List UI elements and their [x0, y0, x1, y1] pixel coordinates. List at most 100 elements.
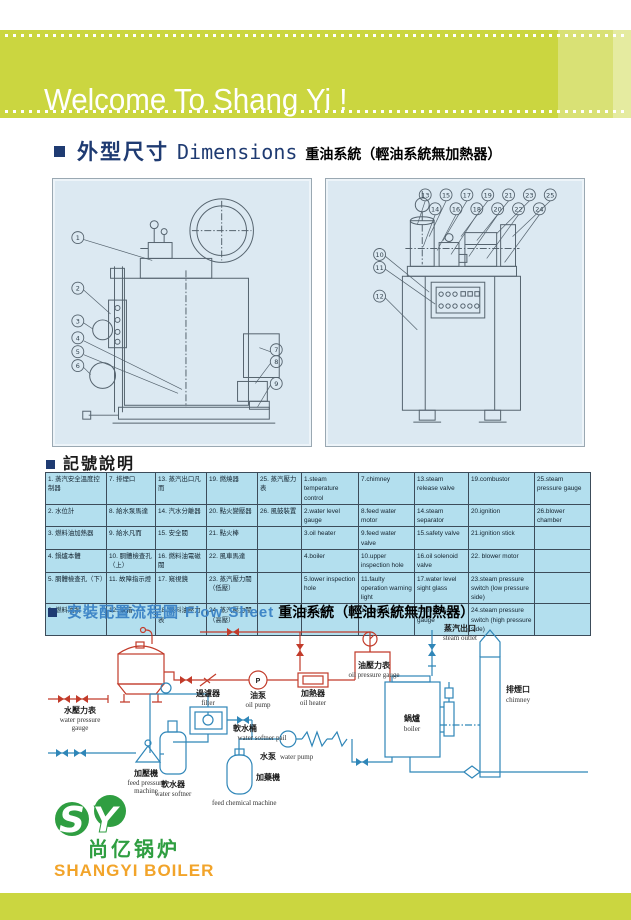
callout-number: 2: [76, 285, 80, 293]
softner-pail-label-zh: 軟水桶: [233, 723, 257, 733]
table-cell: 13.steam release valve: [414, 472, 469, 505]
table-cell: 15. 安全閥: [155, 526, 207, 550]
feed-pressure-label-en1: feed pressure: [127, 779, 164, 787]
oil-heater-label-en: oil heater: [300, 699, 327, 707]
sy-logo-icon: S Y: [55, 795, 126, 842]
dotted-divider: [5, 110, 626, 113]
table-cell: 25. 蒸汽壓力表: [257, 472, 302, 505]
table-cell: 24. 蒸汽壓力閥（高壓）: [206, 603, 258, 637]
table-cell: 7. 排煙口: [106, 472, 156, 505]
table-cell: 3.oil heater: [301, 526, 359, 550]
dimensions-title-en: Dimensions: [177, 140, 298, 164]
chimney-label-en: chimney: [506, 696, 531, 704]
table-cell: [534, 548, 591, 573]
table-cell: 5. 胴體檢查孔（下）: [45, 571, 107, 605]
table-cell: 16.oil solenoid valve: [414, 548, 469, 573]
logo-name-en: SHANGYI BOILER: [54, 861, 215, 880]
callout-number: 18: [473, 205, 481, 213]
header-band: Welcome To Shang Yi !: [0, 30, 631, 118]
table-cell: 19. 燃燒器: [206, 472, 258, 505]
table-cell: 19.combustor: [468, 472, 535, 505]
square-bullet-icon: [48, 608, 57, 617]
table-cell: 2. 水位計: [45, 503, 107, 528]
callout-number: 21: [504, 191, 512, 199]
table-cell: 11.faulty operation warning light: [358, 571, 415, 605]
callout-number: 4: [76, 334, 80, 342]
table-cell: 2.water level gauge: [301, 503, 359, 528]
water-pressure-gauge-label-en1: water pressure: [60, 716, 101, 724]
table-cell: 26.blower chamber: [534, 503, 591, 528]
table-cell: 17. 窺視鏡: [155, 571, 207, 605]
feed-pressure-label-en2: machine: [134, 787, 158, 795]
logo-letter-y: Y: [92, 800, 122, 840]
table-cell: 18.oil pressure gauge: [414, 603, 469, 637]
table-cell: 20.ignition: [468, 503, 535, 528]
oil-pump-label-en: oil pump: [245, 701, 271, 709]
table-cell: 20. 點火變壓器: [206, 503, 258, 528]
water-pressure-gauge-label-zh: 水壓力表: [63, 705, 97, 715]
table-cell: 14.steam separator: [414, 503, 469, 528]
callout-number: 25: [546, 191, 554, 199]
boiler-label-en: boiler: [404, 725, 421, 733]
table-cell: 8. 給水泵馬達: [106, 503, 156, 528]
table-cell: 18. 燃料油壓力表: [155, 603, 207, 637]
table-cell: 7.chimney: [358, 472, 415, 505]
boiler-front-diagram: 1 2 3 4 5 6 7 8 9: [52, 178, 312, 447]
table-cell: 4.boiler: [301, 548, 359, 573]
water-pressure-gauge-label-en2: gauge: [72, 724, 89, 732]
oil-pump-label-zh: 油泵: [250, 690, 266, 700]
table-cell: 1.steam temperature control: [301, 472, 359, 505]
table-cell: [257, 526, 302, 550]
boiler-front-drawing: 1 2 3 4 5 6 7 8 9: [71, 198, 283, 424]
callout-number: 3: [76, 317, 80, 325]
water-pump-label-en: water pump: [280, 753, 314, 761]
oil-pressure-gauge-label-en: oil pressure gauge: [349, 671, 400, 679]
table-cell: 14. 汽水分離器: [155, 503, 207, 528]
callout-number: 9: [274, 380, 278, 388]
band-stripe: [613, 30, 631, 118]
table-cell: 23.steam pressure switch (low pressure s…: [468, 571, 535, 605]
boiler-side-drawing: 13 15 17 19 21 23 25 14 16 18 20 22 24 1…: [373, 188, 557, 423]
table-cell: [257, 603, 302, 637]
callout-number: 6: [76, 362, 80, 370]
callout-number: 16: [452, 205, 460, 213]
steam-outlet-label-en: steam outlet: [443, 634, 477, 642]
feed-chemical-label-en: feed chemical machine: [212, 799, 277, 807]
chimney-label-zh: 排煙口: [506, 684, 530, 694]
table-cell: 16. 燃料油電磁閥: [155, 548, 207, 573]
flow-sheet-drawing: P 蒸汽出口 steam outlet 油壓力表 oil pressure ga…: [48, 623, 588, 807]
square-bullet-icon: [46, 460, 55, 469]
callout-number: 12: [375, 293, 383, 301]
callout-number: 1: [76, 234, 80, 242]
table-cell: 10. 胴體檢查孔（上）: [106, 548, 156, 573]
oil-piping: [48, 626, 391, 704]
logo-letter-s: S: [59, 800, 85, 840]
table-cell: 9. 給水凡而: [106, 526, 156, 550]
table-cell: 5.lower inspection hole: [301, 571, 359, 605]
table-cell: 13. 蒸汽出口凡而: [155, 472, 207, 505]
section-legend-title: 記號說明: [46, 450, 135, 474]
callout-number: 5: [76, 348, 80, 356]
callout-number: 8: [274, 358, 278, 366]
table-cell: [534, 526, 591, 550]
section-flow-title: 安裝配置流程圖 Fiow Sheet 重油系統（輕油系統無加熱器）: [48, 601, 474, 622]
table-cell: 15.safety valve: [414, 526, 469, 550]
flow-title-zh: 安裝配置流程圖: [67, 604, 180, 621]
water-softner-label-zh: 軟水器: [161, 779, 186, 789]
callout-number: 13: [421, 191, 429, 199]
table-cell: [257, 571, 302, 605]
dotted-divider: [5, 34, 626, 37]
right-diagram-callouts: 13 15 17 19 21 23 25 14 16 18 20 22 24 1…: [373, 188, 557, 303]
callout-number: 7: [274, 346, 278, 354]
welcome-title: Welcome To Shang Yi !: [44, 82, 348, 117]
flow-sheet-diagram: P 蒸汽出口 steam outlet 油壓力表 oil pressure ga…: [40, 622, 595, 817]
footer-band: [0, 893, 631, 920]
callout-number: 14: [431, 205, 439, 213]
feed-chemical-label-zh: 加藥機: [255, 772, 280, 782]
company-logo: S Y 尚亿锅炉 SHANGYI BOILER: [42, 792, 242, 892]
dimensions-subtitle: 重油系統（輕油系統無加熱器）: [305, 146, 502, 162]
table-cell: 6.oil pump: [301, 603, 359, 637]
